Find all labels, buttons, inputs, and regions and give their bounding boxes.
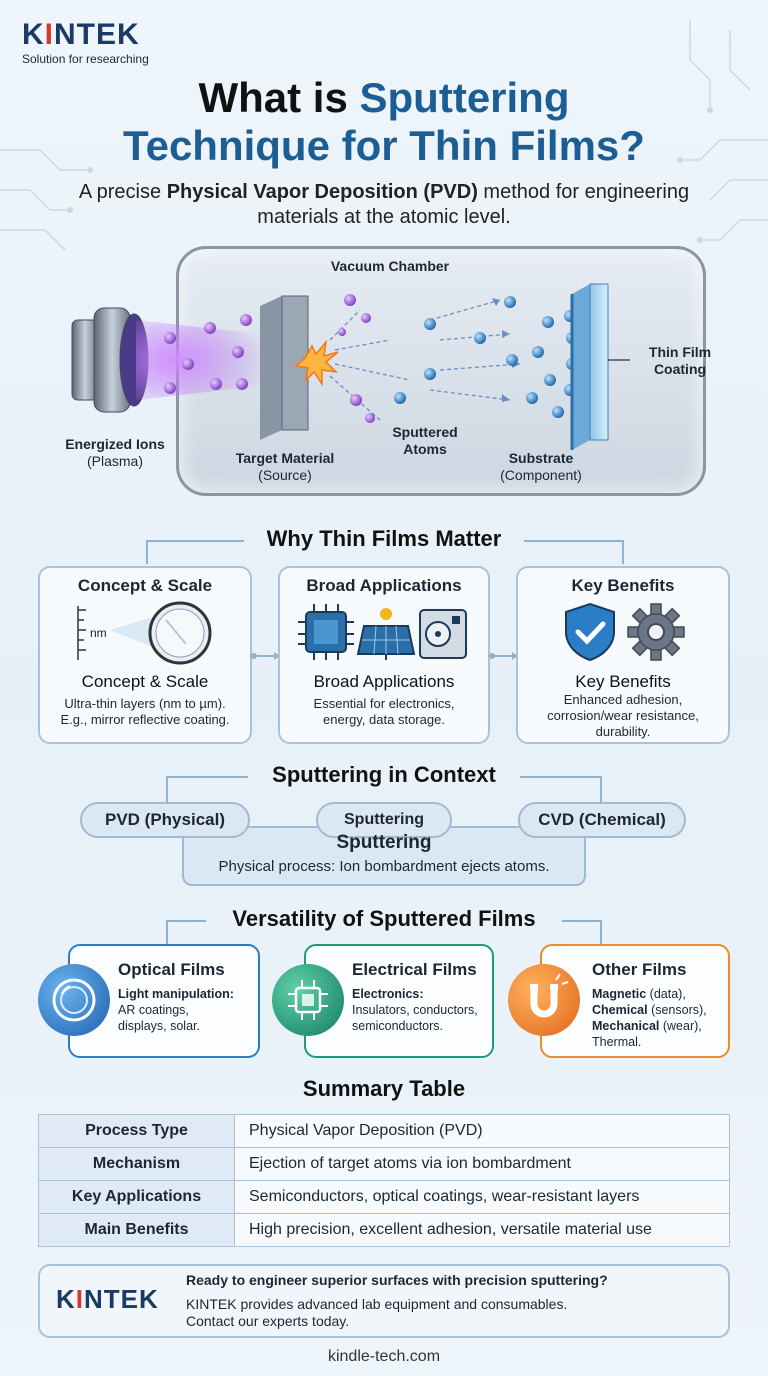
benefits-icons xyxy=(565,602,685,662)
versatility-heading: Versatility of Sputtered Films xyxy=(206,906,562,932)
pvd-pill: PVD (Physical) xyxy=(80,802,250,838)
concept-card xyxy=(38,566,252,744)
electrical-title: Electrical Films xyxy=(352,960,477,979)
target-material-icon xyxy=(260,295,309,440)
applications-card-title: Broad Applications xyxy=(306,576,462,595)
cta-text: KINTEK provides advanced lab equipment a… xyxy=(186,1296,568,1329)
applications-icons xyxy=(298,604,467,660)
other-text: Magnetic (data), Chemical (sensors), Mec… xyxy=(592,987,707,1049)
electrical-chip-icon xyxy=(272,964,344,1036)
chip-icon xyxy=(298,604,354,660)
shield-check-icon xyxy=(565,602,615,662)
context-box-title: Sputtering xyxy=(336,832,432,853)
svg-text:nm: nm xyxy=(90,626,107,640)
cta-box xyxy=(38,1264,730,1338)
gear-icon xyxy=(627,603,685,661)
logo-tagline: Solution for researching xyxy=(22,52,149,66)
other-title: Other Films xyxy=(592,960,687,979)
applications-card-sub: Broad Applications xyxy=(313,672,455,691)
concept-card-title: Concept & Scale xyxy=(77,576,213,595)
substrate-label: Substrate(Component) xyxy=(500,450,582,483)
page-title: What is Sputtering Technique for Thin Fi… xyxy=(123,74,645,169)
benefits-card-sub: Key Benefits xyxy=(575,672,671,691)
optical-text: Light manipulation:AR coatings,displays,… xyxy=(118,987,234,1033)
substrate-icon xyxy=(570,283,609,450)
optical-icon xyxy=(38,964,110,1036)
summary-heading: Summary Table xyxy=(302,1076,466,1101)
context-box-text: Physical process: Ion bombardment ejects… xyxy=(218,858,550,875)
circuit-background xyxy=(0,20,768,251)
nm-scale-icon: nm xyxy=(77,601,212,665)
arrow-connector-icon xyxy=(488,652,518,660)
arrow-connector-icon xyxy=(250,652,280,660)
ion-particles xyxy=(164,314,252,394)
impact-flash xyxy=(294,339,339,387)
concept-card-sub: Concept & Scale xyxy=(81,672,209,691)
concept-card-desc: Ultra-thin layers (nm to µm).E.g., mirro… xyxy=(60,696,230,727)
cta-heading: Ready to engineer superior surfaces with… xyxy=(186,1272,608,1288)
magnet-icon xyxy=(508,964,580,1036)
why-heading: Why Thin Films Matter xyxy=(244,526,524,552)
cta-kintek-logo: KINTEK xyxy=(56,1284,159,1314)
benefits-card xyxy=(516,566,730,744)
disk-drive-icon xyxy=(419,609,467,659)
electrical-text: Electronics:Insulators, conductors,semic… xyxy=(352,987,478,1033)
benefits-card-title: Key Benefits xyxy=(571,576,675,595)
footer-url[interactable]: kindle-tech.com xyxy=(327,1348,441,1365)
benefits-card-desc: Enhanced adhesion,corrosion/wear resista… xyxy=(547,692,699,739)
sputtered-atoms xyxy=(338,294,578,423)
kintek-logo: KINTEK xyxy=(22,18,140,51)
optical-title: Optical Films xyxy=(118,960,225,979)
page-subtitle: A precise Physical Vapor Deposition (PVD… xyxy=(78,181,690,228)
cvd-pill: CVD (Chemical) xyxy=(518,802,686,838)
context-heading: Sputtering in Context xyxy=(248,762,520,788)
applications-card-desc: Essential for electronics,energy, data s… xyxy=(313,696,455,727)
ion-source-icon xyxy=(71,307,149,413)
sputtering-diagram xyxy=(71,283,630,450)
vacuum-chamber-label: Vacuum Chamber xyxy=(330,258,450,274)
sputtering-pill: Sputtering xyxy=(316,802,452,838)
plasma-beam xyxy=(136,320,270,400)
ions-label: Energized Ions(Plasma) xyxy=(65,436,165,469)
target-label: Target Material(Source) xyxy=(235,450,335,483)
solar-panel-icon xyxy=(356,608,416,660)
